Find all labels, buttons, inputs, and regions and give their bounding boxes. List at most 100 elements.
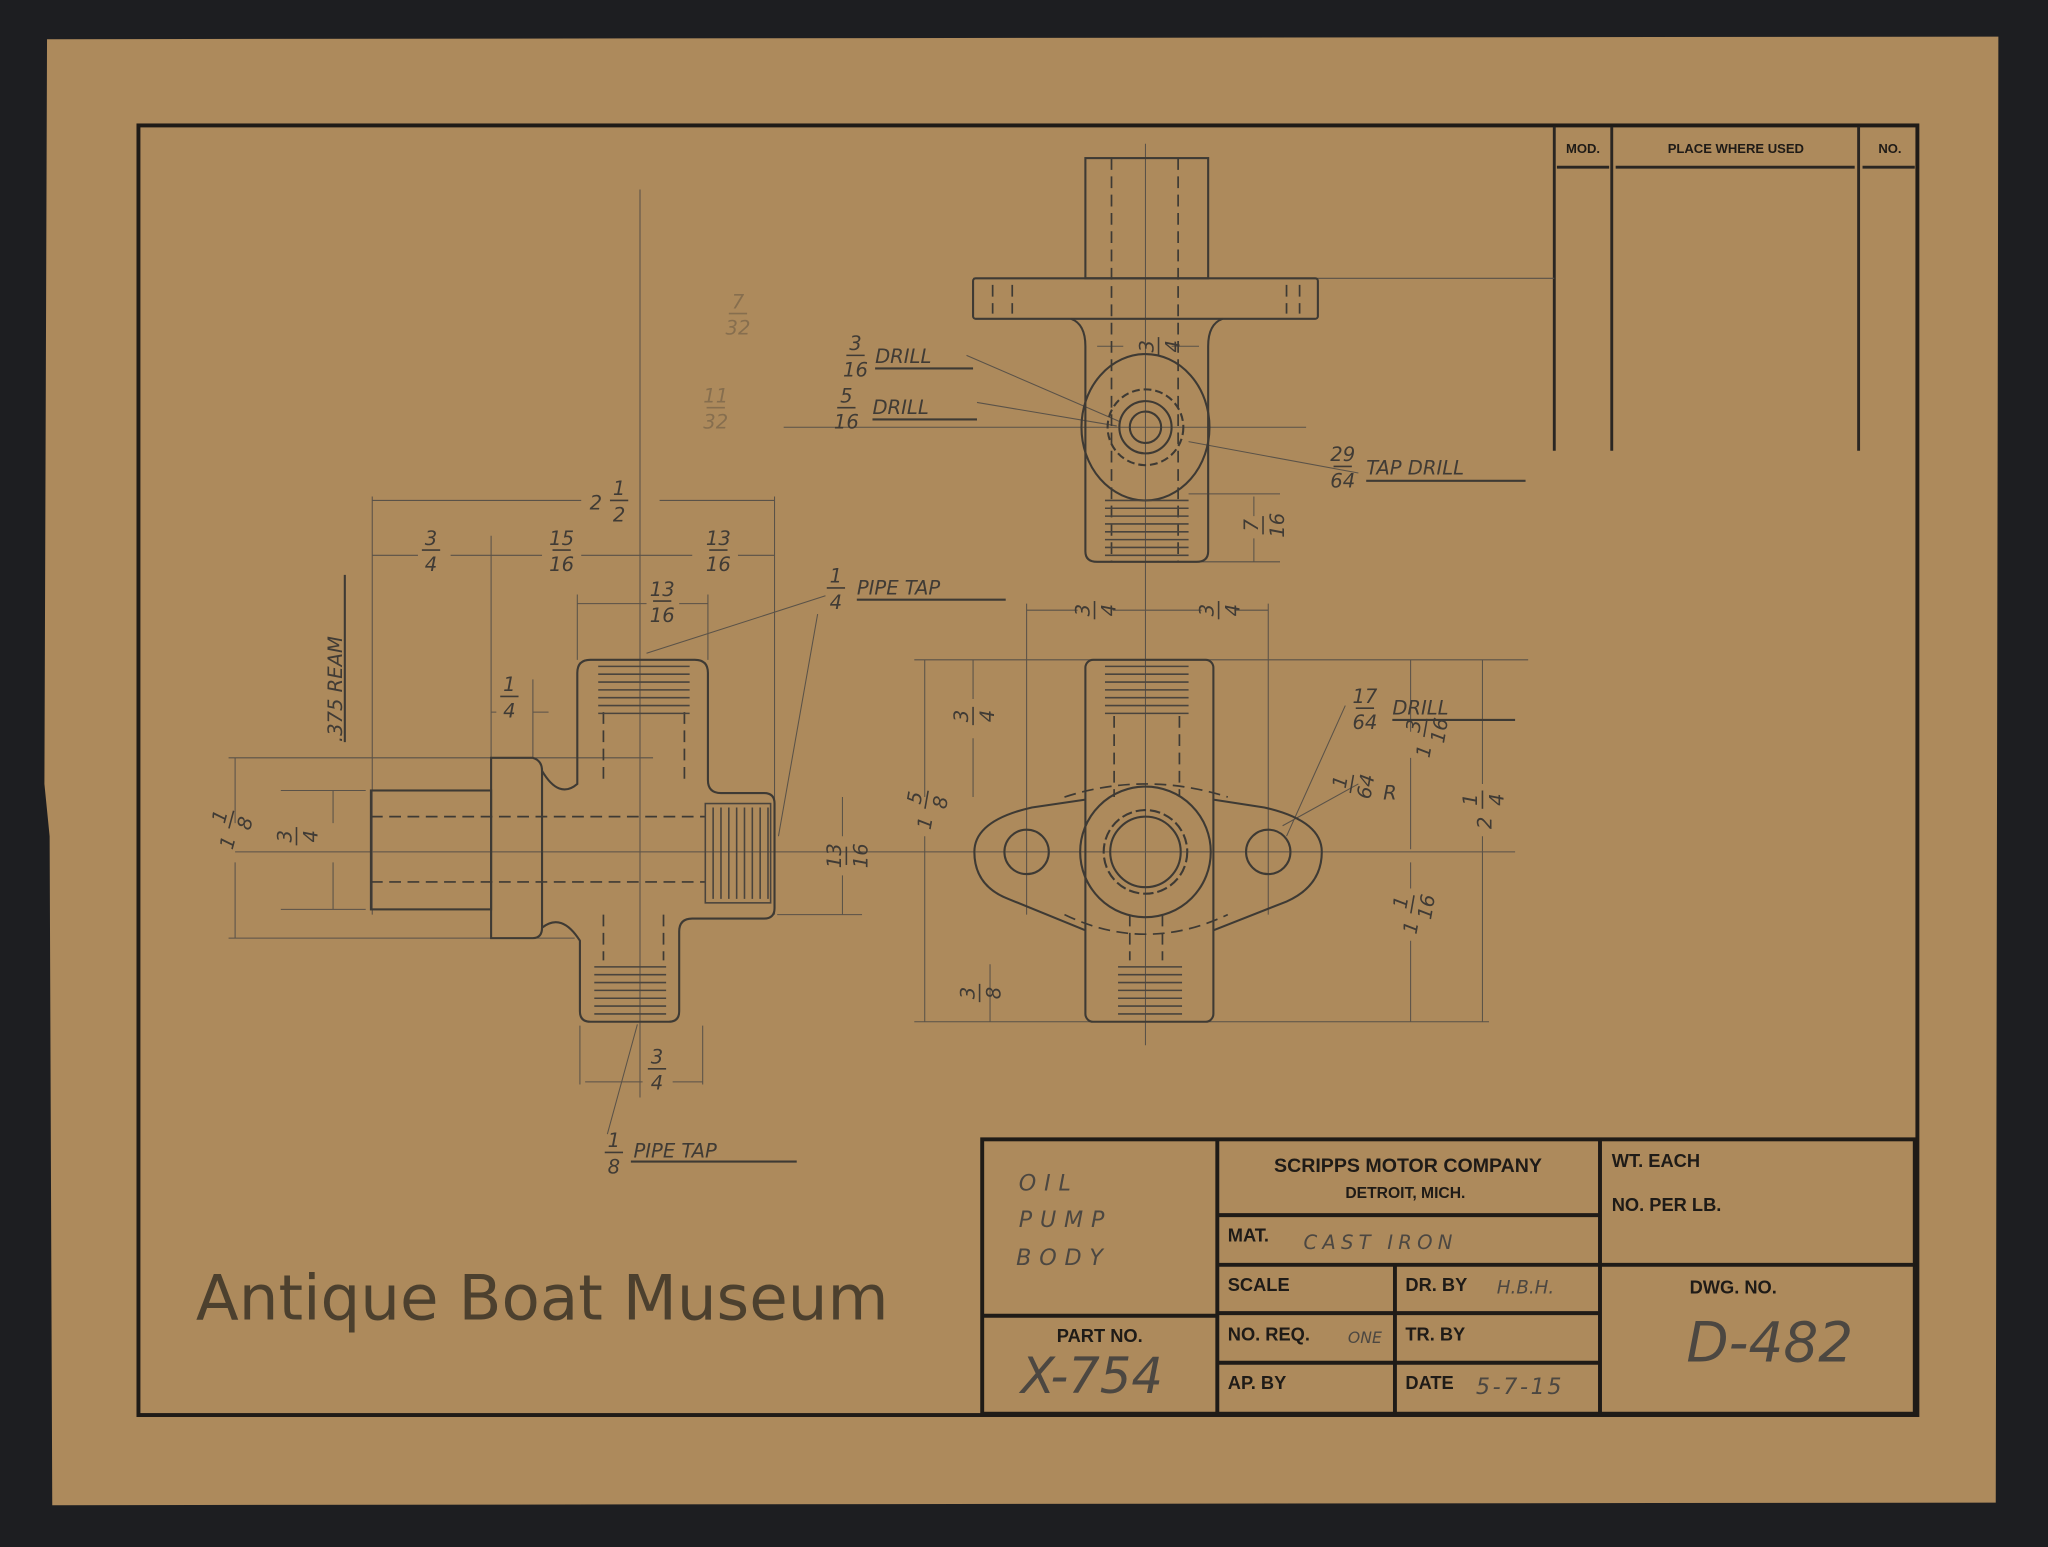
dimension-numerator: 13 xyxy=(706,527,731,550)
dimension-denominator: 64 xyxy=(1352,711,1377,734)
dimension-denominator: 4 xyxy=(299,830,322,842)
dwg-no-label: DWG. NO. xyxy=(1690,1277,1777,1298)
dimension-label: 212 xyxy=(590,477,629,526)
dimension-denominator: 64 xyxy=(1330,469,1355,492)
dimension-denominator: 16 xyxy=(849,843,872,868)
dimension-numerator: 1 xyxy=(1388,894,1413,910)
fraction-bar xyxy=(228,810,235,829)
company-name: SCRIPPS MOTOR COMPANY xyxy=(1274,1155,1542,1177)
date-label: DATE xyxy=(1405,1372,1453,1393)
dimension-whole: 2 xyxy=(590,492,602,515)
dimension-denominator: 4 xyxy=(425,553,437,576)
dimension-denominator: 4 xyxy=(1485,793,1508,805)
dimension-denominator: 4 xyxy=(830,591,842,614)
dimension-numerator: 5 xyxy=(903,790,928,806)
dimension-denominator: 8 xyxy=(232,814,257,832)
dimension-denominator: 4 xyxy=(1161,340,1184,352)
dimension-label: 732 xyxy=(726,290,751,339)
dimension-numerator: 1 xyxy=(1459,793,1482,805)
dimension-whole: 1 xyxy=(1412,743,1437,759)
dimension-label: 14 xyxy=(500,673,519,722)
dimension-denominator: 4 xyxy=(1097,604,1120,616)
dimension-numerator: 3 xyxy=(1071,604,1094,616)
note-ream: .375 REAM xyxy=(324,636,347,742)
dimension-label: 516 xyxy=(834,384,859,433)
part-no-label: PART NO. xyxy=(1057,1325,1143,1346)
fraction-bar xyxy=(924,790,929,809)
dimension-numerator: 3 xyxy=(849,332,861,355)
dwg-no-value: D-482 xyxy=(1686,1310,1853,1374)
dimension-whole: 2 xyxy=(1474,817,1497,829)
dimension-numerator: 1 xyxy=(613,477,625,500)
dimension-denominator: 8 xyxy=(608,1155,620,1178)
description-line-1: OIL xyxy=(1019,1170,1079,1196)
dimension-numerator: 7 xyxy=(1240,518,1263,531)
date-value: 5-7-15 xyxy=(1476,1374,1564,1400)
dimension-numerator: 3 xyxy=(1135,340,1158,352)
dimension-numerator: 1 xyxy=(1328,774,1353,790)
note-radius: R xyxy=(1383,782,1397,805)
dimension-denominator: 8 xyxy=(982,987,1005,999)
dimension-numerator: 3 xyxy=(1195,604,1218,616)
dimension-numerator: 15 xyxy=(549,527,574,550)
mat-label: MAT. xyxy=(1228,1224,1269,1245)
fraction-bar xyxy=(1410,895,1415,914)
note-drill-17-64: DRILL xyxy=(1392,697,1448,720)
dimension-numerator: 5 xyxy=(840,384,852,407)
dimension-label: 34 xyxy=(647,1046,667,1095)
no-req-value: ONE xyxy=(1348,1328,1382,1347)
dimension-numerator: 1 xyxy=(503,673,515,696)
thread-right xyxy=(704,802,772,904)
company-location: DETROIT, MICH. xyxy=(1345,1185,1465,1202)
dimension-whole: 1 xyxy=(1399,920,1424,936)
dimension-numerator: 3 xyxy=(1402,718,1427,734)
dimension-denominator: 64 xyxy=(1353,772,1380,801)
dimension-denominator: 32 xyxy=(726,316,751,339)
dimension-denominator: 8 xyxy=(928,794,953,810)
side-view xyxy=(369,658,776,1023)
dimension-denominator: 16 xyxy=(706,553,731,576)
dimension-numerator: 17 xyxy=(1352,685,1377,708)
dimension-numerator: 3 xyxy=(273,830,296,842)
dimension-denominator: 4 xyxy=(651,1072,663,1095)
dimension-label: 316 xyxy=(843,332,868,381)
dimension-label: 14 xyxy=(826,565,846,614)
dimension-denominator: 16 xyxy=(834,411,859,434)
tr-by-label: TR. BY xyxy=(1405,1324,1465,1345)
dimension-numerator: 3 xyxy=(651,1046,663,1069)
thread-bottom xyxy=(594,966,667,1015)
dimension-numerator: 1 xyxy=(830,565,842,588)
usage-header-place: PLACE WHERE USED xyxy=(1668,141,1804,156)
dimension-denominator: 32 xyxy=(703,411,728,434)
mat-value: CAST IRON xyxy=(1304,1231,1458,1254)
scale-label: SCALE xyxy=(1228,1274,1290,1295)
dimension-numerator: 13 xyxy=(823,843,846,868)
note-drill-3-16: DRILL xyxy=(875,345,931,368)
no-per-lb-label: NO. PER LB. xyxy=(1612,1194,1722,1215)
dimension-denominator: 4 xyxy=(1222,604,1245,616)
ap-by-label: AP. BY xyxy=(1228,1372,1287,1393)
dimension-whole: 1 xyxy=(913,815,938,831)
no-req-label: NO. REQ. xyxy=(1228,1324,1310,1345)
usage-header-mod: MOD. xyxy=(1566,141,1600,156)
dimension-numerator: 11 xyxy=(703,384,728,407)
dimension-numerator: 3 xyxy=(956,987,979,999)
thread-top xyxy=(598,665,690,715)
